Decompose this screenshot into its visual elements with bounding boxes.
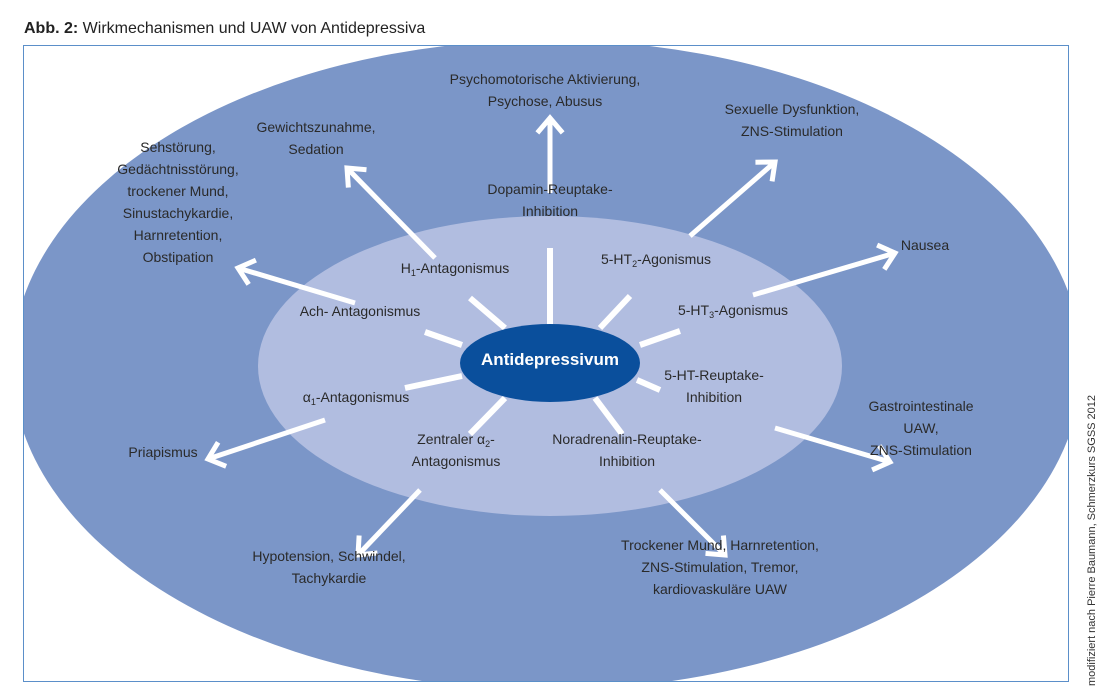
arrow-shaft-outer-alpha1 [207, 417, 326, 462]
arrow-shaft-inner-noradrenalin [592, 396, 625, 436]
arrow-shaft-outer-ach [237, 265, 356, 306]
effect-label-dopamin: Psychomotorische Aktivierung,Psychose, A… [449, 71, 641, 109]
arrowhead-icon-ach [234, 257, 257, 286]
arrow-shaft-inner-alpha2 [467, 395, 508, 437]
mechanism-label-h1: H1-Antagonismus [400, 260, 510, 278]
arrow-shaft-outer-5ht2 [688, 160, 777, 238]
mechanism-label-5ht2: 5-HT2-Agonismus [600, 251, 712, 269]
effect-label-ach: Sehstörung,Gedächtnisstörung,trockener M… [117, 139, 239, 265]
effect-label-alpha2: Hypotension, Schwindel,Tachykardie [252, 548, 406, 586]
arrow-shaft-outer-5ht_reuptake [774, 425, 891, 465]
arrow-shaft-outer-5ht3 [752, 250, 896, 298]
arrow-shaft-inner-ach [424, 329, 463, 348]
effect-label-5ht3: Nausea [900, 237, 950, 253]
arrowhead-icon-noradrenalin [705, 535, 728, 558]
figure-title: Abb. 2: Wirkmechanismen und UAW von Anti… [24, 20, 425, 38]
effect-label-5ht2: Sexuelle Dysfunktion,ZNS-Stimulation [724, 101, 860, 139]
arrow-shaft-inner-5ht_reuptake [635, 377, 662, 393]
arrowhead-icon-5ht_reuptake [871, 444, 894, 473]
arrow-shaft-inner-alpha1 [404, 373, 463, 391]
arrow-shaft-inner-5ht2 [597, 293, 633, 331]
effect-label-h1: Gewichtszunahme,Sedation [256, 119, 376, 157]
figure-label: Abb. 2: [24, 20, 79, 37]
effect-label-noradrenalin: Trockener Mund, Harnretention,ZNS-Stimul… [621, 537, 819, 597]
center-label: Antidepressivum [481, 350, 619, 369]
arrows-group [204, 114, 899, 558]
mechanism-label-alpha2: Zentraler α2-Antagonismus [411, 431, 501, 469]
mechanism-label-dopamin: Dopamin-Reuptake-Inhibition [487, 181, 613, 219]
effect-label-alpha1: Priapismus [128, 444, 198, 460]
arrowhead-icon-alpha2 [355, 535, 378, 558]
arrow-shaft-outer-h1 [345, 166, 437, 260]
arrowhead-icon-5ht2 [755, 159, 778, 182]
arrowhead-icon-dopamin [535, 114, 565, 135]
mechanism-label-5ht3: 5-HT3-Agonismus [677, 302, 789, 320]
arrowhead-icon-h1 [344, 165, 367, 188]
credit-note: modifiziert nach Pierre Baumann, Schmerz… [1086, 394, 1098, 686]
figure-title-text: Wirkmechanismen und UAW von Antidepressi… [82, 20, 426, 37]
arrow-shaft-inner-h1 [468, 295, 507, 331]
center-ellipse [460, 324, 640, 402]
mechanism-label-5ht_reuptake: 5-HT-Reuptake-Inhibition [664, 367, 764, 405]
arrowhead-icon-5ht3 [876, 242, 899, 271]
arrowhead-icon-alpha1 [204, 440, 228, 469]
arrow-shaft-outer-alpha2 [356, 488, 422, 557]
mechanism-label-noradrenalin: Noradrenalin-Reuptake-Inhibition [552, 431, 702, 469]
arrow-shaft-outer-noradrenalin [658, 488, 727, 557]
mechanism-label-alpha1: α1-Antagonismus [302, 389, 410, 407]
arrow-shaft-inner-5ht3 [639, 328, 681, 348]
mechanism-label-ach: Ach- Antagonismus [299, 303, 421, 319]
